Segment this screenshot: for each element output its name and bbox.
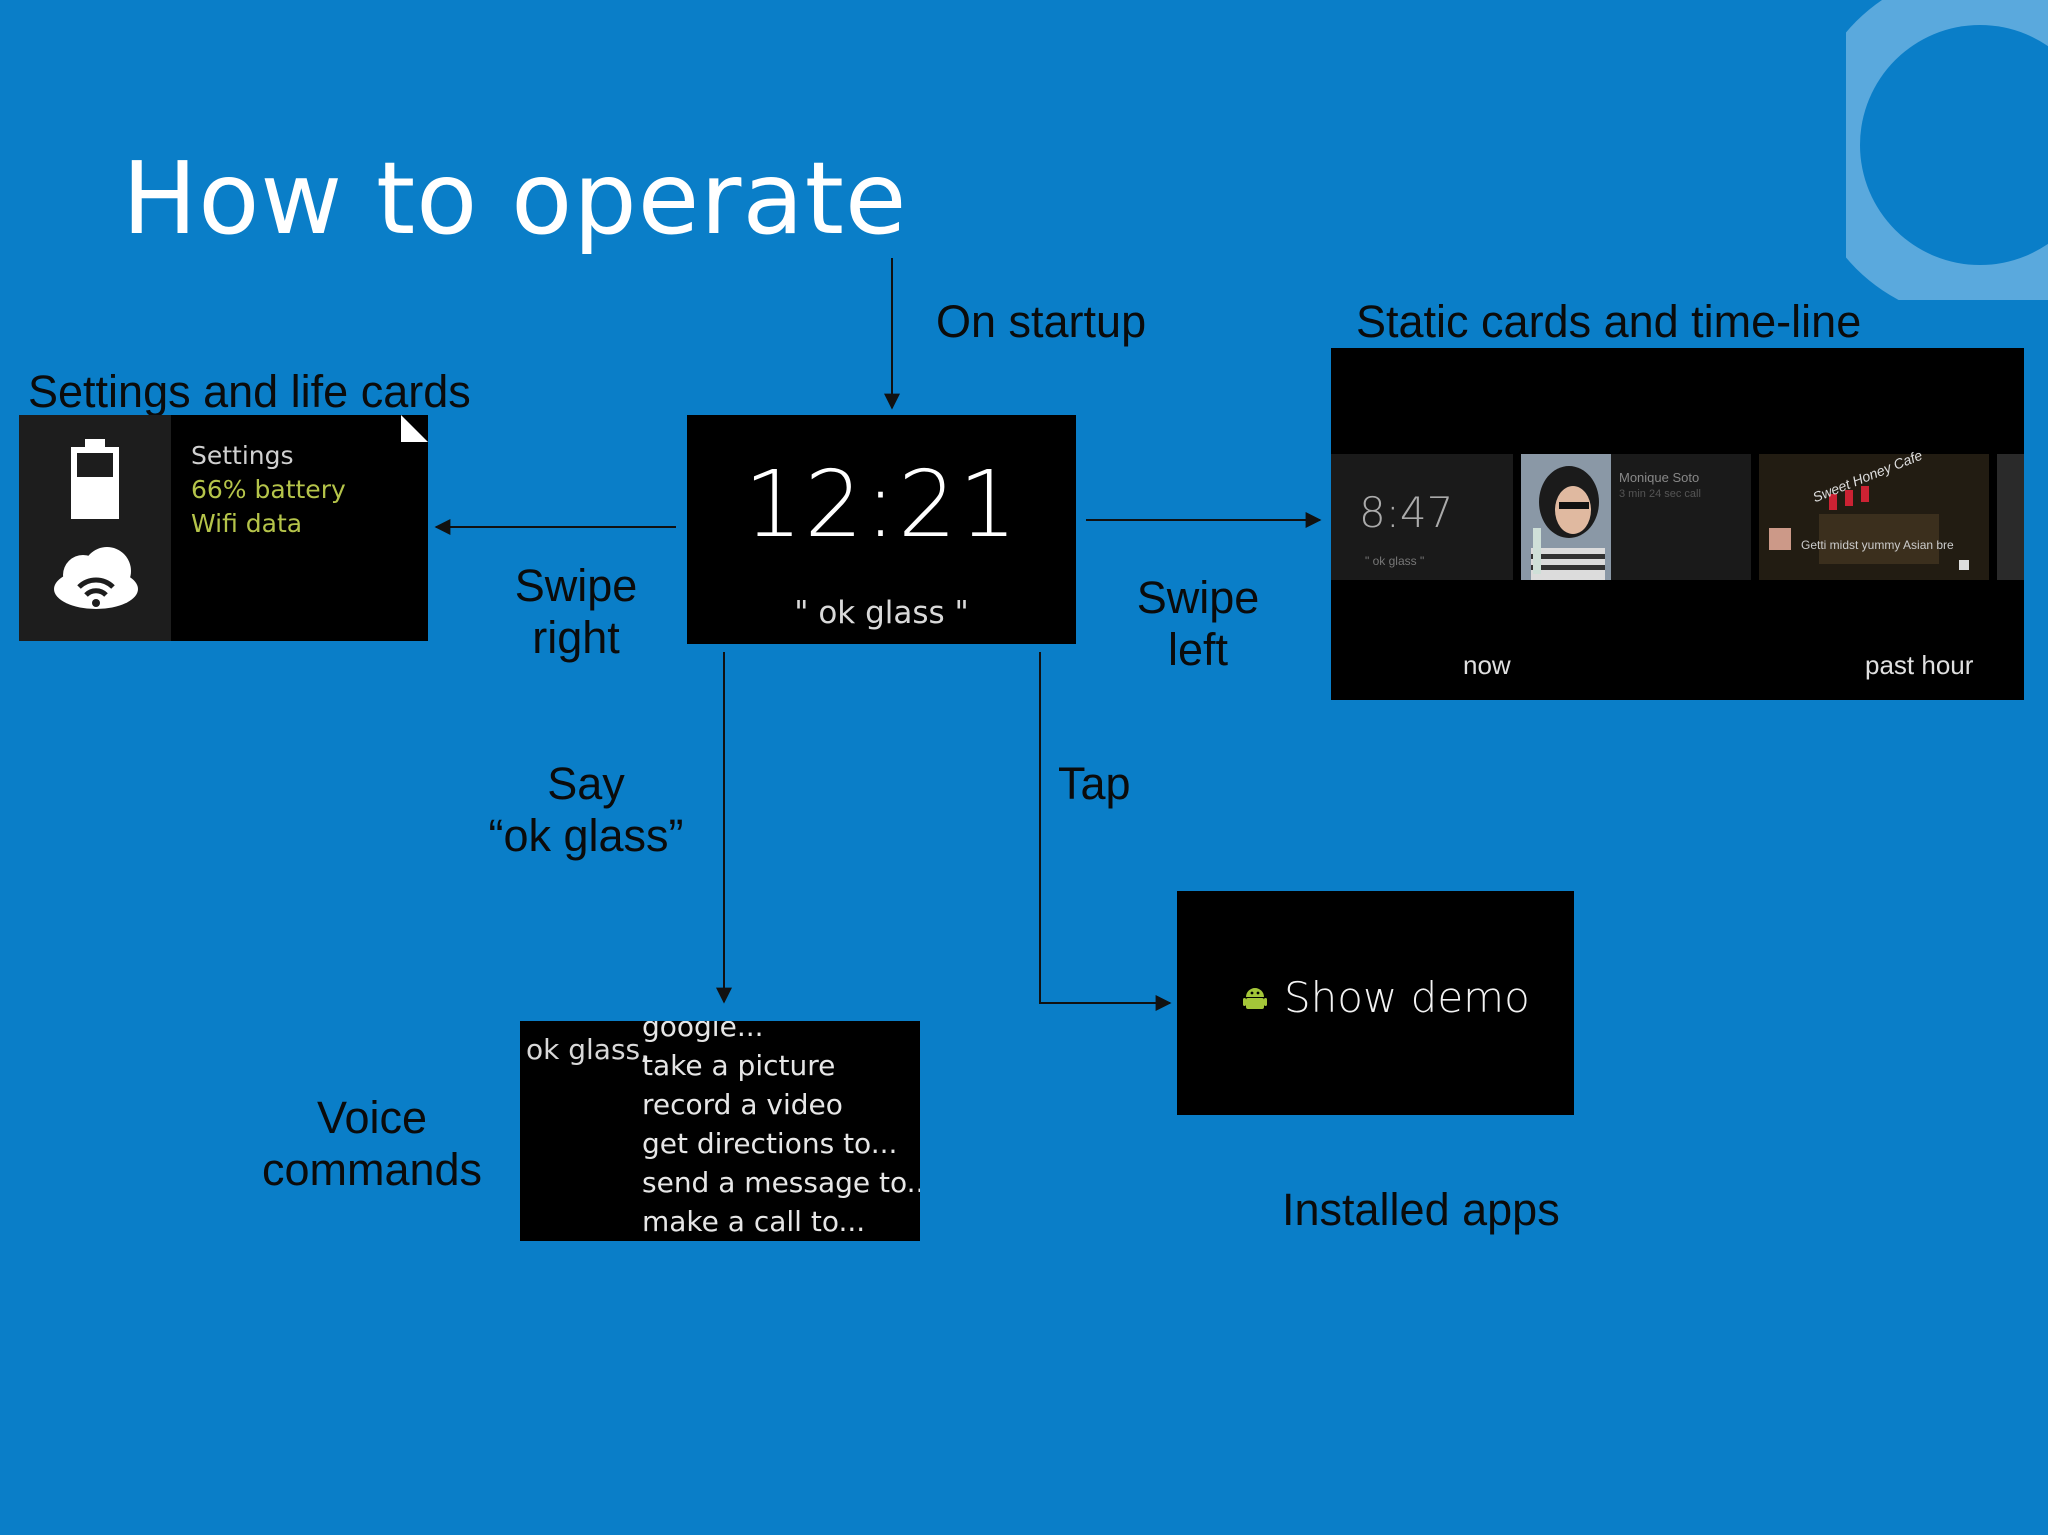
clock-card: 12:21 " ok glass " [687, 415, 1076, 644]
logo-10 [1770, 0, 2048, 300]
label-on-startup: On startup [936, 296, 1147, 347]
settings-card: Settings 66% battery Wifi data [19, 415, 428, 641]
clock-hint: " ok glass " [794, 595, 969, 631]
label-settings-cards: Settings and life cards [28, 366, 471, 417]
timeline-clock-time: 8:47 [1359, 488, 1454, 537]
timeline-card: 8:47 " ok glass " Monique Soto 3 min 24 … [1331, 348, 2024, 700]
android-icon [1243, 988, 1267, 1009]
settings-wifi: Wifi data [191, 509, 303, 538]
settings-battery: 66% battery [191, 475, 346, 504]
timeline-venue-card: Sweet Honey Cafe Getti midst yummy Asian… [1759, 447, 1989, 580]
battery-icon [71, 439, 119, 519]
label-voice-commands: Voice commands [261, 1092, 483, 1195]
voice-command-item: send a message to... [642, 1166, 920, 1199]
arrow-tap [1039, 652, 1172, 1011]
voice-command-item: google... [642, 1021, 764, 1043]
voice-command-item: record a video [642, 1088, 843, 1121]
voice-prefix: ok glass, [526, 1033, 650, 1066]
label-swipe-right: Swipe right [514, 560, 638, 663]
corner-fold-icon [401, 415, 428, 442]
settings-icon-panel [19, 415, 171, 641]
timeline-clock-card: 8:47 " ok glass " [1331, 454, 1513, 580]
wifi-cloud-icon [54, 547, 138, 609]
voice-command-item: get directions to... [642, 1127, 898, 1160]
label-say-ok-glass: Say “ok glass” [488, 758, 684, 861]
label-installed-apps: Installed apps [1282, 1184, 1560, 1235]
installed-apps-card: Show demo [1177, 891, 1574, 1115]
venue-photo [1759, 454, 1989, 580]
voice-commands-card: ok glass, google... take a picture recor… [520, 1021, 920, 1241]
app-show-demo[interactable]: Show demo [1284, 973, 1530, 1022]
timeline-clock-hint: " ok glass " [1365, 554, 1425, 568]
slide-title: How to operate [122, 140, 908, 257]
clock-time: 12:21 [743, 451, 1020, 558]
voice-command-list: google... take a picture record a video … [642, 1021, 920, 1241]
timeline-past-hour: past hour [1865, 650, 1974, 680]
label-static-cards: Static cards and time-line [1356, 296, 1862, 347]
timeline-contact-card: Monique Soto 3 min 24 sec call [1521, 454, 1751, 580]
venue-caption: Getti midst yummy Asian bre [1801, 538, 1954, 552]
contact-name: Monique Soto [1619, 470, 1700, 485]
settings-title: Settings [191, 441, 294, 470]
label-swipe-left: Swipe left [1136, 572, 1260, 675]
contact-photo [1521, 454, 1611, 580]
timeline-now: now [1463, 650, 1511, 680]
voice-command-item: make a call to... [642, 1205, 866, 1238]
timeline-next-card [1997, 454, 2024, 580]
voice-command-item: take a picture [642, 1049, 836, 1082]
label-tap: Tap [1058, 758, 1131, 809]
contact-time: 3 min 24 sec call [1619, 488, 1701, 500]
